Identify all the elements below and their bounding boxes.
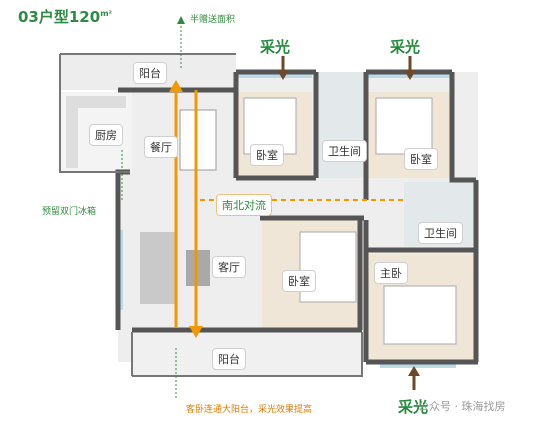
room-living: 客厅 [212, 256, 246, 278]
watermark: 公众号 · 珠海找房 [418, 400, 506, 413]
light-label-bottom: 采光 [398, 398, 429, 416]
room-balcony-bottom: 阳台 [212, 348, 246, 370]
room-bedroom-2: 卧室 [404, 148, 438, 170]
room-kitchen: 厨房 [89, 124, 123, 146]
room-bedroom-1: 卧室 [250, 144, 284, 166]
plan-title-unit: m² [100, 9, 113, 18]
room-master-bedroom: 主卧 [374, 262, 408, 284]
room-bedroom-3: 卧室 [282, 270, 316, 292]
plan-title: 03户型120m² [18, 6, 112, 27]
half-gift-note: 半赠送面积 [190, 15, 236, 25]
bottom-note: 客卧连通大阳台，采光效果提高 [186, 405, 313, 415]
plan-title-text: 03户型120 [18, 8, 101, 26]
fridge-note: 预留双门冰箱 [42, 207, 97, 217]
room-bathroom-2: 卫生间 [418, 222, 463, 244]
room-bathroom-1: 卫生间 [322, 140, 367, 162]
light-label-top-left: 采光 [260, 38, 291, 56]
ventilation-label: 南北对流 [216, 194, 272, 216]
light-label-top-right: 采光 [390, 38, 421, 56]
room-balcony-top: 阳台 [133, 62, 167, 84]
room-dining: 餐厅 [144, 136, 178, 158]
